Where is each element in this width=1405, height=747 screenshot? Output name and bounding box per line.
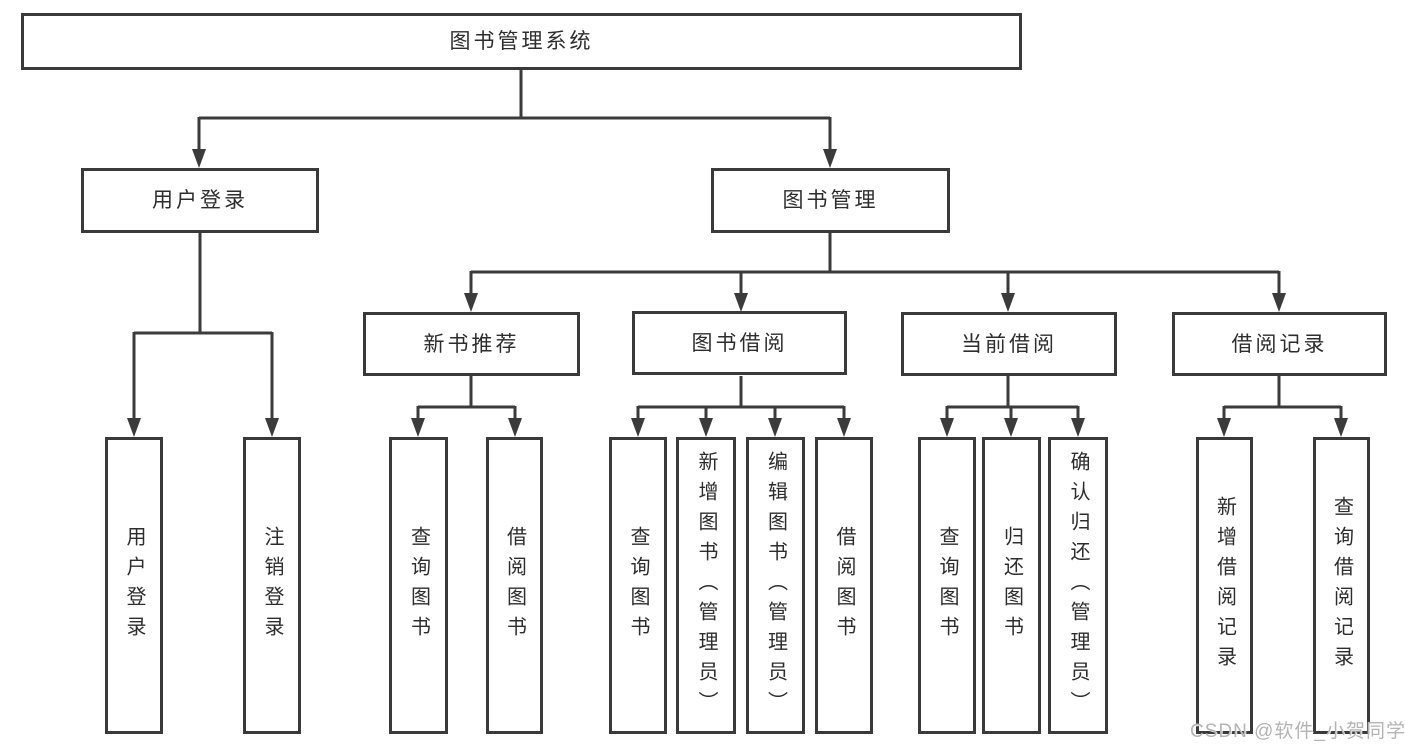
node-current-borrow-label: 当前借阅 (961, 332, 1057, 356)
leaf-return-book-label: 归还图书 (1000, 525, 1023, 646)
leaf-logout: 注销登录 (243, 437, 301, 734)
leaf-user-login: 用户登录 (105, 437, 163, 734)
leaf-query-book-borrow-label: 查询图书 (627, 525, 649, 646)
leaf-add-book-admin-label: 新增图书（管理员） (695, 450, 717, 721)
leaf-query-book-recommend-label: 查询图书 (407, 525, 430, 646)
leaf-borrow-book-label: 借阅图书 (833, 525, 855, 646)
node-book-borrow: 图书借阅 (632, 311, 847, 375)
node-current-borrow: 当前借阅 (901, 312, 1117, 376)
leaf-add-borrow-record-label: 新增借阅记录 (1213, 495, 1236, 676)
leaf-query-book-current-label: 查询图书 (936, 525, 958, 646)
leaf-logout-label: 注销登录 (261, 525, 283, 646)
leaf-borrow-book-recommend-label: 借阅图书 (503, 525, 526, 646)
leaf-add-book-admin: 新增图书（管理员） (676, 437, 736, 734)
leaf-edit-book-admin-label: 编辑图书（管理员） (764, 450, 787, 721)
node-new-book-recommend: 新书推荐 (363, 312, 580, 376)
leaf-add-borrow-record: 新增借阅记录 (1196, 437, 1253, 734)
node-borrow-records: 借阅记录 (1172, 312, 1387, 376)
node-book-borrow-label: 图书借阅 (691, 331, 788, 355)
leaf-user-login-label: 用户登录 (123, 525, 145, 646)
leaf-query-book-current: 查询图书 (918, 437, 976, 734)
leaf-confirm-return-admin-label: 确认归还（管理员） (1067, 450, 1089, 721)
leaf-query-borrow-record: 查询借阅记录 (1313, 437, 1370, 734)
leaf-confirm-return-admin: 确认归还（管理员） (1048, 437, 1108, 734)
leaf-borrow-book: 借阅图书 (815, 437, 873, 734)
leaf-query-book-borrow: 查询图书 (609, 437, 667, 734)
node-user-login-branch-label: 用户登录 (152, 189, 248, 212)
node-book-management-branch-label: 图书管理 (782, 189, 879, 212)
leaf-query-book-recommend: 查询图书 (389, 437, 448, 734)
node-borrow-records-label: 借阅记录 (1231, 332, 1328, 356)
node-new-book-recommend-label: 新书推荐 (423, 332, 520, 356)
watermark: CSDN @软件_小贺同学 (1190, 721, 1405, 742)
node-root-label: 图书管理系统 (449, 30, 594, 53)
node-book-management-branch: 图书管理 (711, 168, 950, 233)
node-user-login-branch: 用户登录 (81, 168, 319, 233)
leaf-query-borrow-record-label: 查询借阅记录 (1330, 495, 1353, 676)
node-root: 图书管理系统 (21, 13, 1022, 70)
leaf-borrow-book-recommend: 借阅图书 (486, 437, 543, 734)
leaf-edit-book-admin: 编辑图书（管理员） (746, 437, 805, 734)
leaf-return-book: 归还图书 (982, 437, 1041, 734)
